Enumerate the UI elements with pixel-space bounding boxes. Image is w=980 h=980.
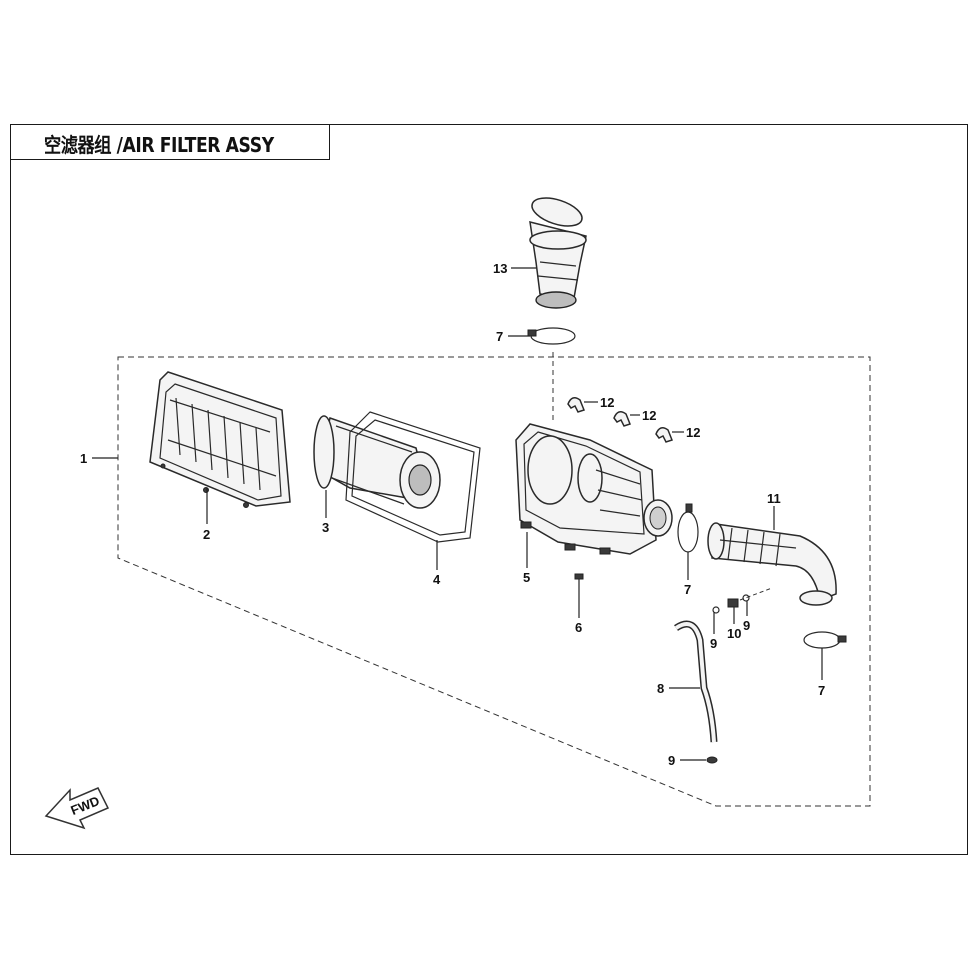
leader-lines <box>92 267 823 761</box>
callout-12-a: 12 <box>600 395 614 410</box>
callout-8: 8 <box>657 681 664 696</box>
callout-9-bottom: 9 <box>668 753 675 768</box>
callout-7-bottom: 7 <box>818 683 825 698</box>
callout-5: 5 <box>523 570 530 585</box>
callout-9-left: 9 <box>710 636 717 651</box>
assembly-boundary <box>117 356 871 807</box>
callout-2: 2 <box>203 527 210 542</box>
part-drain-tube <box>674 594 750 764</box>
part-gasket <box>345 411 481 543</box>
title-box <box>10 124 330 160</box>
callout-7-mid: 7 <box>684 582 691 597</box>
callout-3: 3 <box>322 520 329 535</box>
part-filter-element <box>313 415 441 509</box>
part-cover <box>149 371 291 508</box>
diagram-frame <box>10 124 968 855</box>
part-airbox-housing <box>515 423 673 555</box>
callout-10: 10 <box>727 626 741 641</box>
callout-11: 11 <box>767 491 781 506</box>
callout-12-c: 12 <box>686 425 700 440</box>
callout-13: 13 <box>493 261 507 276</box>
part-intake-duct <box>529 197 587 309</box>
callout-9-right: 9 <box>743 618 750 633</box>
part-clips <box>567 397 673 443</box>
connection-line <box>739 587 773 601</box>
callout-1: 1 <box>80 451 87 466</box>
callout-12-b: 12 <box>642 408 656 423</box>
callout-4: 4 <box>433 572 441 587</box>
callout-6: 6 <box>575 620 582 635</box>
part-air-duct <box>707 522 837 606</box>
callout-7-top: 7 <box>496 329 503 344</box>
fwd-arrow-icon: FWD <box>44 787 110 830</box>
part-bolt <box>574 573 584 588</box>
diagram-title: 空滤器组 /AIR FILTER ASSY <box>44 133 274 157</box>
